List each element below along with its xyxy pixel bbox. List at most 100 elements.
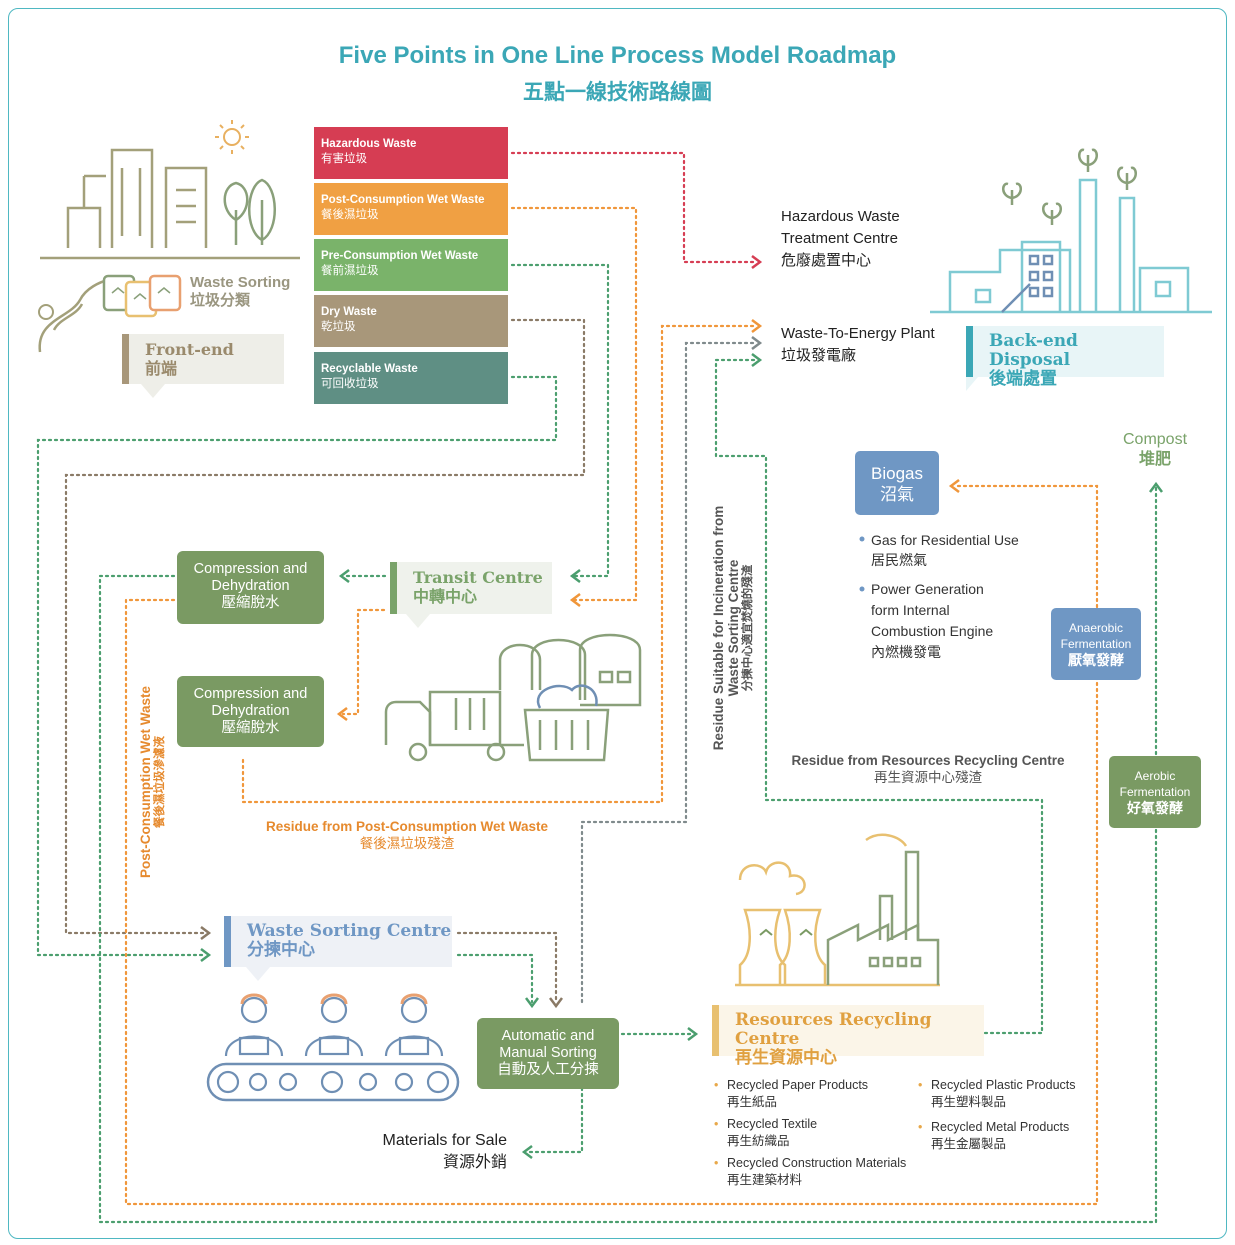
waste-sorting-zh: 垃圾分類 <box>190 292 251 309</box>
back-end-pointer <box>966 377 978 391</box>
line-sorting-residue <box>580 341 757 1004</box>
line-dry <box>64 318 586 935</box>
sorting-centre-label: Waste Sorting Centre 分揀中心 <box>224 916 452 967</box>
waste-sorting-label: Waste Sorting 垃圾分類 <box>190 274 290 310</box>
compost-en: Compost <box>1122 431 1188 448</box>
recycling-centre-label: Resources Recycling Centre 再生資源中心 <box>712 1005 984 1068</box>
waste-type-hazardous: Hazardous Waste 有害垃圾 <box>314 127 508 179</box>
anaerobic-box: Anaerobic Fermentation 厭氧發酵 <box>1051 608 1141 680</box>
waste-type-pre-wet: Pre-Consumption Wet Waste 餐前濕垃圾 <box>314 239 508 291</box>
residue-incineration-en2: Waste Sorting Centre <box>726 559 741 697</box>
biogas-en: Biogas <box>871 464 923 483</box>
transit-centre-en: Transit Centre <box>413 568 543 587</box>
line-comp1-loop <box>98 486 1158 1224</box>
waste-type-label-zh: 餐前濕垃圾 <box>321 265 379 277</box>
city-illustration <box>38 120 300 353</box>
transit-centre-label: Transit Centre 中轉中心 <box>390 562 552 614</box>
residue-recycling-zh: 再生資源中心殘渣 <box>874 770 982 785</box>
back-end-label: Back-end Disposal 後端處置 <box>966 326 1164 389</box>
product-en: Recycled Construction Materials <box>727 1156 907 1170</box>
front-end-label: Front-end 前端 <box>122 334 284 384</box>
product-zh: 再生塑料製品 <box>931 1095 1007 1109</box>
hazardous-centre: Hazardous Waste Treatment Centre 危廢處置中心 <box>781 206 900 272</box>
sorting-centre-en: Waste Sorting Centre <box>247 921 452 941</box>
workers-illustration <box>206 993 460 1102</box>
product-item: Recycled Paper Products 再生紙品 <box>714 1077 869 1111</box>
hazardous-centre-zh: 危廢處置中心 <box>781 252 872 269</box>
wte-plant-zh: 垃圾發電廠 <box>781 347 857 364</box>
back-end-en: Back-end Disposal <box>989 331 1078 370</box>
page-title-zh: 五點一線技術路線圖 <box>523 81 712 104</box>
biogas-use-en: Gas for Residential Use <box>871 532 1019 548</box>
biogas-use-power: Power Generation form Internal Combustio… <box>871 579 993 663</box>
leachate-zh: 餐後濕垃圾滲濾液 <box>154 736 166 828</box>
waste-type-label: Hazardous Waste <box>321 138 417 150</box>
product-en: Recycled Paper Products <box>727 1078 869 1092</box>
residue-post-label: Residue from Post-Consumption Wet Waste … <box>238 818 576 852</box>
product-en: Recycled Textile <box>727 1117 818 1131</box>
product-zh: 再生紙品 <box>727 1095 778 1109</box>
compression-en1: Compression and <box>193 686 308 702</box>
hazardous-centre-en2: Treatment Centre <box>781 230 898 247</box>
residue-recycling-en: Residue from Resources Recycling Centre <box>791 753 1065 768</box>
compression-zh: 壓縮脫水 <box>221 595 280 611</box>
auto-sorting-en1: Automatic and <box>501 1028 595 1044</box>
line-sort-auto2 <box>456 953 534 1004</box>
sorting-centre-zh: 分揀中心 <box>247 940 315 960</box>
line-transit-comp2 <box>341 608 386 716</box>
line-pre-wet <box>510 263 610 578</box>
residue-post-zh: 餐後濕垃圾殘渣 <box>359 836 455 851</box>
aerobic-en2: Fermentation <box>1119 785 1191 799</box>
auto-sorting-box: Automatic and Manual Sorting 自動及人工分揀 <box>477 1018 619 1089</box>
factory-illustration <box>930 148 1212 314</box>
biogas-zh: 沼氣 <box>880 485 914 504</box>
line-leachate-loop <box>124 484 1099 1206</box>
sorting-centre-pointer <box>246 967 270 981</box>
waste-type-label: Pre-Consumption Wet Waste <box>321 250 479 262</box>
line-comp2-residue <box>241 324 757 804</box>
product-zh: 再生紡織品 <box>727 1134 790 1148</box>
recycling-centre-en: Resources Recycling Centre <box>735 1010 932 1049</box>
compression-en1: Compression and <box>193 561 308 577</box>
compression-en2: Dehydration <box>211 703 290 719</box>
product-zh: 再生金屬製品 <box>931 1137 1007 1151</box>
biogas-use-zh: 居民燃氣 <box>871 552 927 568</box>
residue-incineration-zh: 分揀中心適宜焚燒的殘渣 <box>742 564 754 692</box>
trucks-illustration <box>384 633 642 762</box>
back-end-zh: 後端處置 <box>989 369 1057 389</box>
line-recyclable <box>36 375 558 957</box>
aerobic-zh: 好氧發酵 <box>1127 800 1183 816</box>
waste-type-dry: Dry Waste 乾垃圾 <box>314 295 508 347</box>
line-auto-sale <box>526 1086 584 1154</box>
product-item: Recycled Construction Materials 再生建築材料 <box>714 1155 907 1189</box>
product-item: Recycled Plastic Products 再生塑料製品 <box>918 1077 1076 1111</box>
waste-type-label-zh: 餐後濕垃圾 <box>321 209 379 221</box>
line-post-wet <box>510 206 638 602</box>
biogas-use-residential: Gas for Residential Use 居民燃氣 <box>871 530 1019 570</box>
anaerobic-en1: Anaerobic <box>1068 621 1124 635</box>
materials-sale-zh: 資源外銷 <box>442 1154 507 1171</box>
aerobic-en1: Aerobic <box>1134 769 1176 783</box>
compression-zh: 壓縮脫水 <box>221 720 280 736</box>
waste-sorting-en: Waste Sorting <box>190 274 291 291</box>
residue-incineration-en1: Residue Suitable for Incineration from <box>711 505 726 751</box>
product-zh: 再生建築材料 <box>727 1173 803 1187</box>
product-item: Recycled Textile 再生紡織品 <box>714 1116 818 1150</box>
transit-centre-zh: 中轉中心 <box>413 587 478 606</box>
compost-label: Compost 堆肥 <box>1112 430 1198 470</box>
product-en: Recycled Plastic Products <box>931 1078 1076 1092</box>
waste-type-label: Recyclable Waste <box>321 363 418 375</box>
waste-type-post-wet: Post-Consumption Wet Waste 餐後濕垃圾 <box>314 183 508 235</box>
wte-plant: Waste-To-Energy Plant 垃圾發電廠 <box>781 323 935 367</box>
compression-box-1: Compression and Dehydration 壓縮脫水 <box>177 551 324 624</box>
residue-post-en: Residue from Post-Consumption Wet Waste <box>265 819 549 834</box>
anaerobic-zh: 厭氧發酵 <box>1068 652 1124 668</box>
materials-sale-en: Materials for Sale <box>382 1132 508 1149</box>
waste-type-label-zh: 可回收垃圾 <box>321 378 379 390</box>
recycling-factory-illustration <box>735 833 940 987</box>
biogas-box: Biogas 沼氣 <box>855 451 939 515</box>
front-end-en: Front-end <box>145 340 234 359</box>
waste-type-label-zh: 乾垃圾 <box>321 321 356 333</box>
materials-sale: Materials for Sale 資源外銷 <box>300 1130 508 1174</box>
